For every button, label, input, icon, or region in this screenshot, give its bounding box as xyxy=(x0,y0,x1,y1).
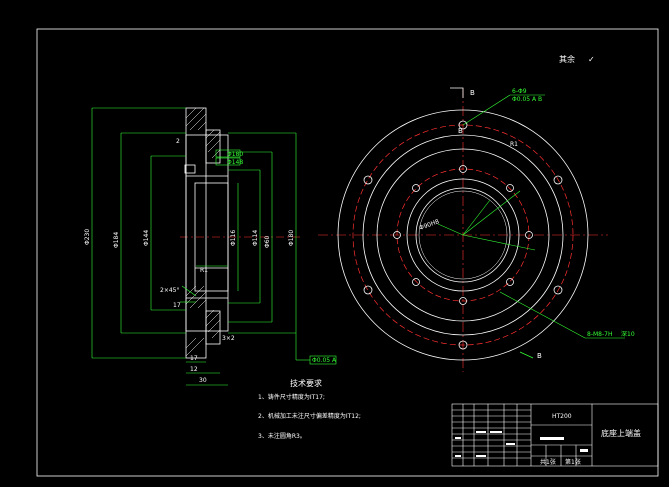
leader-bore xyxy=(437,223,464,236)
tech-req-title: 技术要求 xyxy=(290,378,322,388)
drawing-border xyxy=(36,28,659,477)
tap-hole xyxy=(459,165,467,173)
hub-body xyxy=(185,134,229,332)
holes-tolerance: Φ0.05 A B xyxy=(512,96,542,103)
flange-circle xyxy=(362,134,564,336)
hatching xyxy=(185,107,221,357)
section-view xyxy=(180,107,300,359)
leader-radius xyxy=(462,190,521,236)
dim-d144: Φ144 xyxy=(143,230,150,246)
dim-30: 30 xyxy=(199,377,207,384)
section-mark-bottom: B xyxy=(537,352,542,360)
tap-callout: 8-M8-7H xyxy=(587,331,612,338)
hub-inner xyxy=(194,182,229,292)
outer-circle xyxy=(337,109,589,361)
bolt-hole xyxy=(553,285,563,295)
dim-chamfer: 2×45° xyxy=(160,287,179,294)
section-mark-inner: B xyxy=(458,127,463,135)
datum-a-marker xyxy=(184,164,196,174)
tap-circle-red xyxy=(396,168,530,302)
dim-3x2: 3×2 xyxy=(222,335,235,342)
dim-d114: Φ114 xyxy=(252,230,259,246)
dim-17b: 17 xyxy=(190,355,198,362)
dim-small-2: 2 xyxy=(176,138,180,145)
bolt-hole xyxy=(363,285,373,295)
part-name: 底座上端盖 xyxy=(601,428,641,438)
leader-holes xyxy=(462,94,511,126)
dim-d148: Φ148 xyxy=(227,159,243,166)
surface-finish-symbol: ✓ xyxy=(588,55,595,64)
section-cut-top xyxy=(450,87,464,98)
bore-core xyxy=(418,190,508,280)
bolt-hole xyxy=(363,175,373,185)
tap-hole xyxy=(412,278,420,286)
title-block xyxy=(451,403,659,467)
section-dimensions xyxy=(91,107,337,386)
section-mark-top: B xyxy=(470,89,475,97)
tap-hole xyxy=(393,231,401,239)
dim-d184: Φ184 xyxy=(113,232,120,248)
tech-req-item: 3、未注圆角R3。 xyxy=(258,432,306,440)
tap-hole xyxy=(525,231,533,239)
holes-callout: 6-Φ9 xyxy=(512,88,527,95)
flange-outer xyxy=(185,107,207,359)
tap-hole xyxy=(459,297,467,305)
radius-callout: R1 xyxy=(510,141,518,148)
hub-circle xyxy=(376,148,550,322)
step-upper xyxy=(205,129,221,164)
leader-tap xyxy=(499,291,586,339)
dim-d116: Φ116 xyxy=(230,230,237,246)
tech-req-item: 2、机械加工未注尺寸偏差精度为IT12; xyxy=(258,412,361,420)
dim-d180-side: Φ180 xyxy=(288,230,295,246)
datum-small: R1 xyxy=(200,267,208,274)
dim-outer-diameter: Φ230 xyxy=(84,229,91,245)
dim-17a: 17 xyxy=(173,302,181,309)
tap-note: 深10 xyxy=(621,330,635,338)
dim-12: 12 xyxy=(190,366,198,373)
tap-hole xyxy=(506,184,514,192)
bore-outer xyxy=(406,178,520,292)
sheet-number: 第1张 xyxy=(565,458,581,466)
dim-d60: Φ60 xyxy=(264,235,271,248)
section-cut-bottom xyxy=(519,351,534,359)
tolerance-box: Φ0.05 A xyxy=(312,357,337,364)
bolt-hole xyxy=(458,120,468,130)
sheet-count: 共1张 xyxy=(540,458,556,466)
title-block-fills xyxy=(455,431,588,457)
tap-hole xyxy=(412,184,420,192)
tap-hole xyxy=(506,278,514,286)
bolt-hole xyxy=(458,340,468,350)
end-view xyxy=(318,87,625,372)
bore-inner xyxy=(415,187,511,283)
tech-req-item: 1、铸件尺寸精度为IT17; xyxy=(258,393,325,401)
dim-d180: Φ180 xyxy=(227,151,243,158)
bolt-hole xyxy=(553,175,563,185)
surface-finish-label: 其余 xyxy=(559,54,575,64)
material-label: HT200 xyxy=(552,413,572,420)
